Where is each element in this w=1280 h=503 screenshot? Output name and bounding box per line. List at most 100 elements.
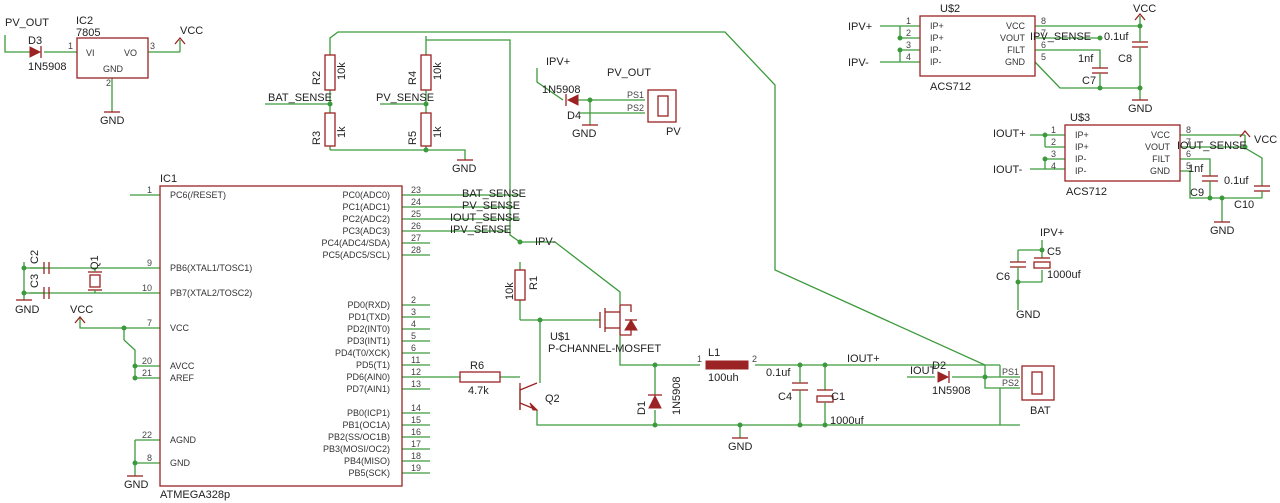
acs-pin-number: 1	[1051, 125, 1056, 135]
q2-ref: Q2	[545, 393, 560, 405]
u3-iout-minus: IOUT-	[993, 164, 1023, 176]
ic1-pin-number: 13	[411, 379, 421, 389]
ic1-pin-name: PC1(ADC1)	[342, 202, 390, 212]
bat-ref: BAT	[1030, 405, 1051, 417]
ic1-pin-number: 24	[411, 197, 421, 207]
acs-pin-number: 7	[1041, 28, 1046, 38]
gnd-label: GND	[100, 115, 125, 127]
ic1-pin-name: AREF	[170, 373, 195, 383]
ic1-pin-name: VCC	[170, 323, 190, 333]
acs-pin-name: FILT	[1152, 154, 1170, 164]
acs-pin-name: VOUT	[1000, 33, 1026, 43]
net-pv-sense: PV_SENSE	[462, 200, 520, 212]
acs-pin-name: IP-	[930, 45, 942, 55]
ic1-pin-name: GND	[170, 458, 191, 468]
bulk-caps: IPV+ C5 1000uf C6 GND	[996, 227, 1082, 321]
ic1-pin-number: 5	[411, 331, 416, 341]
u2-ipv-sense: IPV_SENSE	[1030, 31, 1091, 43]
ic1-pin-number: 19	[411, 463, 421, 473]
ic1-pin-name: PD4(T0/XCK)	[335, 348, 390, 358]
acs-pin-number: 2	[906, 28, 911, 38]
u1-value: P-CHANNEL-MOSFET	[548, 343, 661, 355]
r3-ref: R3	[311, 131, 323, 145]
acs-pin-number: 1	[906, 16, 911, 26]
acs-pin-number: 8	[1186, 125, 1191, 135]
u2-ipv-minus: IPV-	[848, 57, 869, 69]
gnd-label-u3: GND	[1210, 225, 1235, 237]
ic1-pin-number: 17	[411, 439, 421, 449]
c5-ipv-plus: IPV+	[1040, 227, 1064, 239]
q1-ref: Q1	[89, 255, 101, 270]
ic1-pin-number: 21	[142, 368, 152, 378]
c1-ref: C1	[831, 391, 845, 403]
pv-out-label: PV_OUT	[5, 17, 49, 29]
net-iout-sense: IOUT_SENSE	[450, 212, 520, 224]
u3-iout-sense: IOUT_SENSE	[1177, 140, 1247, 152]
acs-pin-name: IP+	[930, 21, 944, 31]
gnd-label-c6: GND	[1016, 309, 1041, 321]
ic1-pin-name: PB2(SS/OC1B)	[328, 432, 390, 442]
acs-pin-number: 7	[1186, 137, 1191, 147]
acs-pin-number: 3	[906, 40, 911, 50]
ic1-pin-name: PD2(INT0)	[347, 324, 390, 334]
pv-out-conn-label: PV_OUT	[607, 67, 651, 79]
ic1-pin-name: PD3(INT1)	[347, 336, 390, 346]
junctions	[21, 23, 1248, 466]
ic1-pin-number: 14	[411, 403, 421, 413]
bat-ps2: PS2	[1002, 378, 1019, 388]
r1-value: 10k	[504, 282, 516, 300]
r1-ref: R1	[528, 276, 540, 290]
acs-pin-name: VCC	[1006, 21, 1026, 31]
c8-ref: C8	[1118, 53, 1132, 65]
ic1-pin-number: 20	[142, 356, 152, 366]
c10-value: 0.1uf	[1224, 175, 1249, 187]
acs-pin-name: IP+	[1075, 142, 1089, 152]
ic1-pin-name: PD0(RXD)	[347, 300, 390, 310]
ic1-pin-number: 18	[411, 451, 421, 461]
pv-sense-net: PV_SENSE	[376, 92, 434, 104]
d2-value: 1N5908	[932, 385, 971, 397]
r2-value: 10k	[336, 62, 348, 80]
ic1-pin-number: 4	[411, 319, 416, 329]
ic2-gnd-pin: GND	[103, 64, 124, 74]
acs-pin-number: 3	[1051, 149, 1056, 159]
c1-value: 1000uf	[830, 415, 865, 427]
c7-value: 1nf	[1078, 53, 1094, 65]
ic1-pin-name: PC2(ADC2)	[342, 214, 390, 224]
ic1-pin-number: 3	[411, 307, 416, 317]
iout-plus-net: IOUT+	[847, 353, 880, 365]
ic1-pin-number: 2	[411, 295, 416, 305]
acs-pin-number: 2	[1051, 137, 1056, 147]
ic1-pin-number: 25	[411, 209, 421, 219]
ic1-pin-name: PD5(T1)	[356, 360, 390, 370]
c5-ref: C5	[1047, 246, 1061, 258]
ic1-pin-number: 1	[147, 185, 152, 195]
r6-ref: R6	[470, 360, 484, 372]
ic1-pin-name: PB0(ICP1)	[347, 408, 390, 418]
ic2-ref: IC2	[76, 15, 93, 27]
ic2-pin3: 3	[150, 41, 155, 51]
u3-iout-plus: IOUT+	[993, 128, 1026, 140]
ic2-value: 7805	[76, 27, 100, 39]
acs-pin-number: 4	[906, 52, 911, 62]
c5-value: 1000uf	[1047, 269, 1082, 281]
ic1-pin-name: PC6(/RESET)	[170, 190, 226, 200]
ic1-pin-number: 26	[411, 221, 421, 231]
r4-value: 10k	[432, 62, 444, 80]
d4-ref: D4	[567, 110, 581, 122]
ic2-pin2: 2	[106, 78, 111, 88]
vcc-label-ic1: VCC	[70, 304, 93, 316]
u3-value: ACS712	[1066, 186, 1107, 198]
ic1-right-pins: 23PC0(ADC0)24PC1(ADC1)25PC2(ADC2)26PC3(A…	[321, 185, 421, 478]
u2-ipv-plus: IPV+	[848, 21, 872, 33]
ic1-pin-name: PB7(XTAL2/TOSC2)	[170, 288, 252, 298]
diode-d3: D3 1N5908	[28, 35, 67, 73]
ic1-pin-name: PD7(AIN1)	[346, 384, 390, 394]
ic1-pin-number: 28	[411, 245, 421, 255]
wires	[4, 16, 1263, 476]
acs-pin-name: IP+	[1075, 130, 1089, 140]
